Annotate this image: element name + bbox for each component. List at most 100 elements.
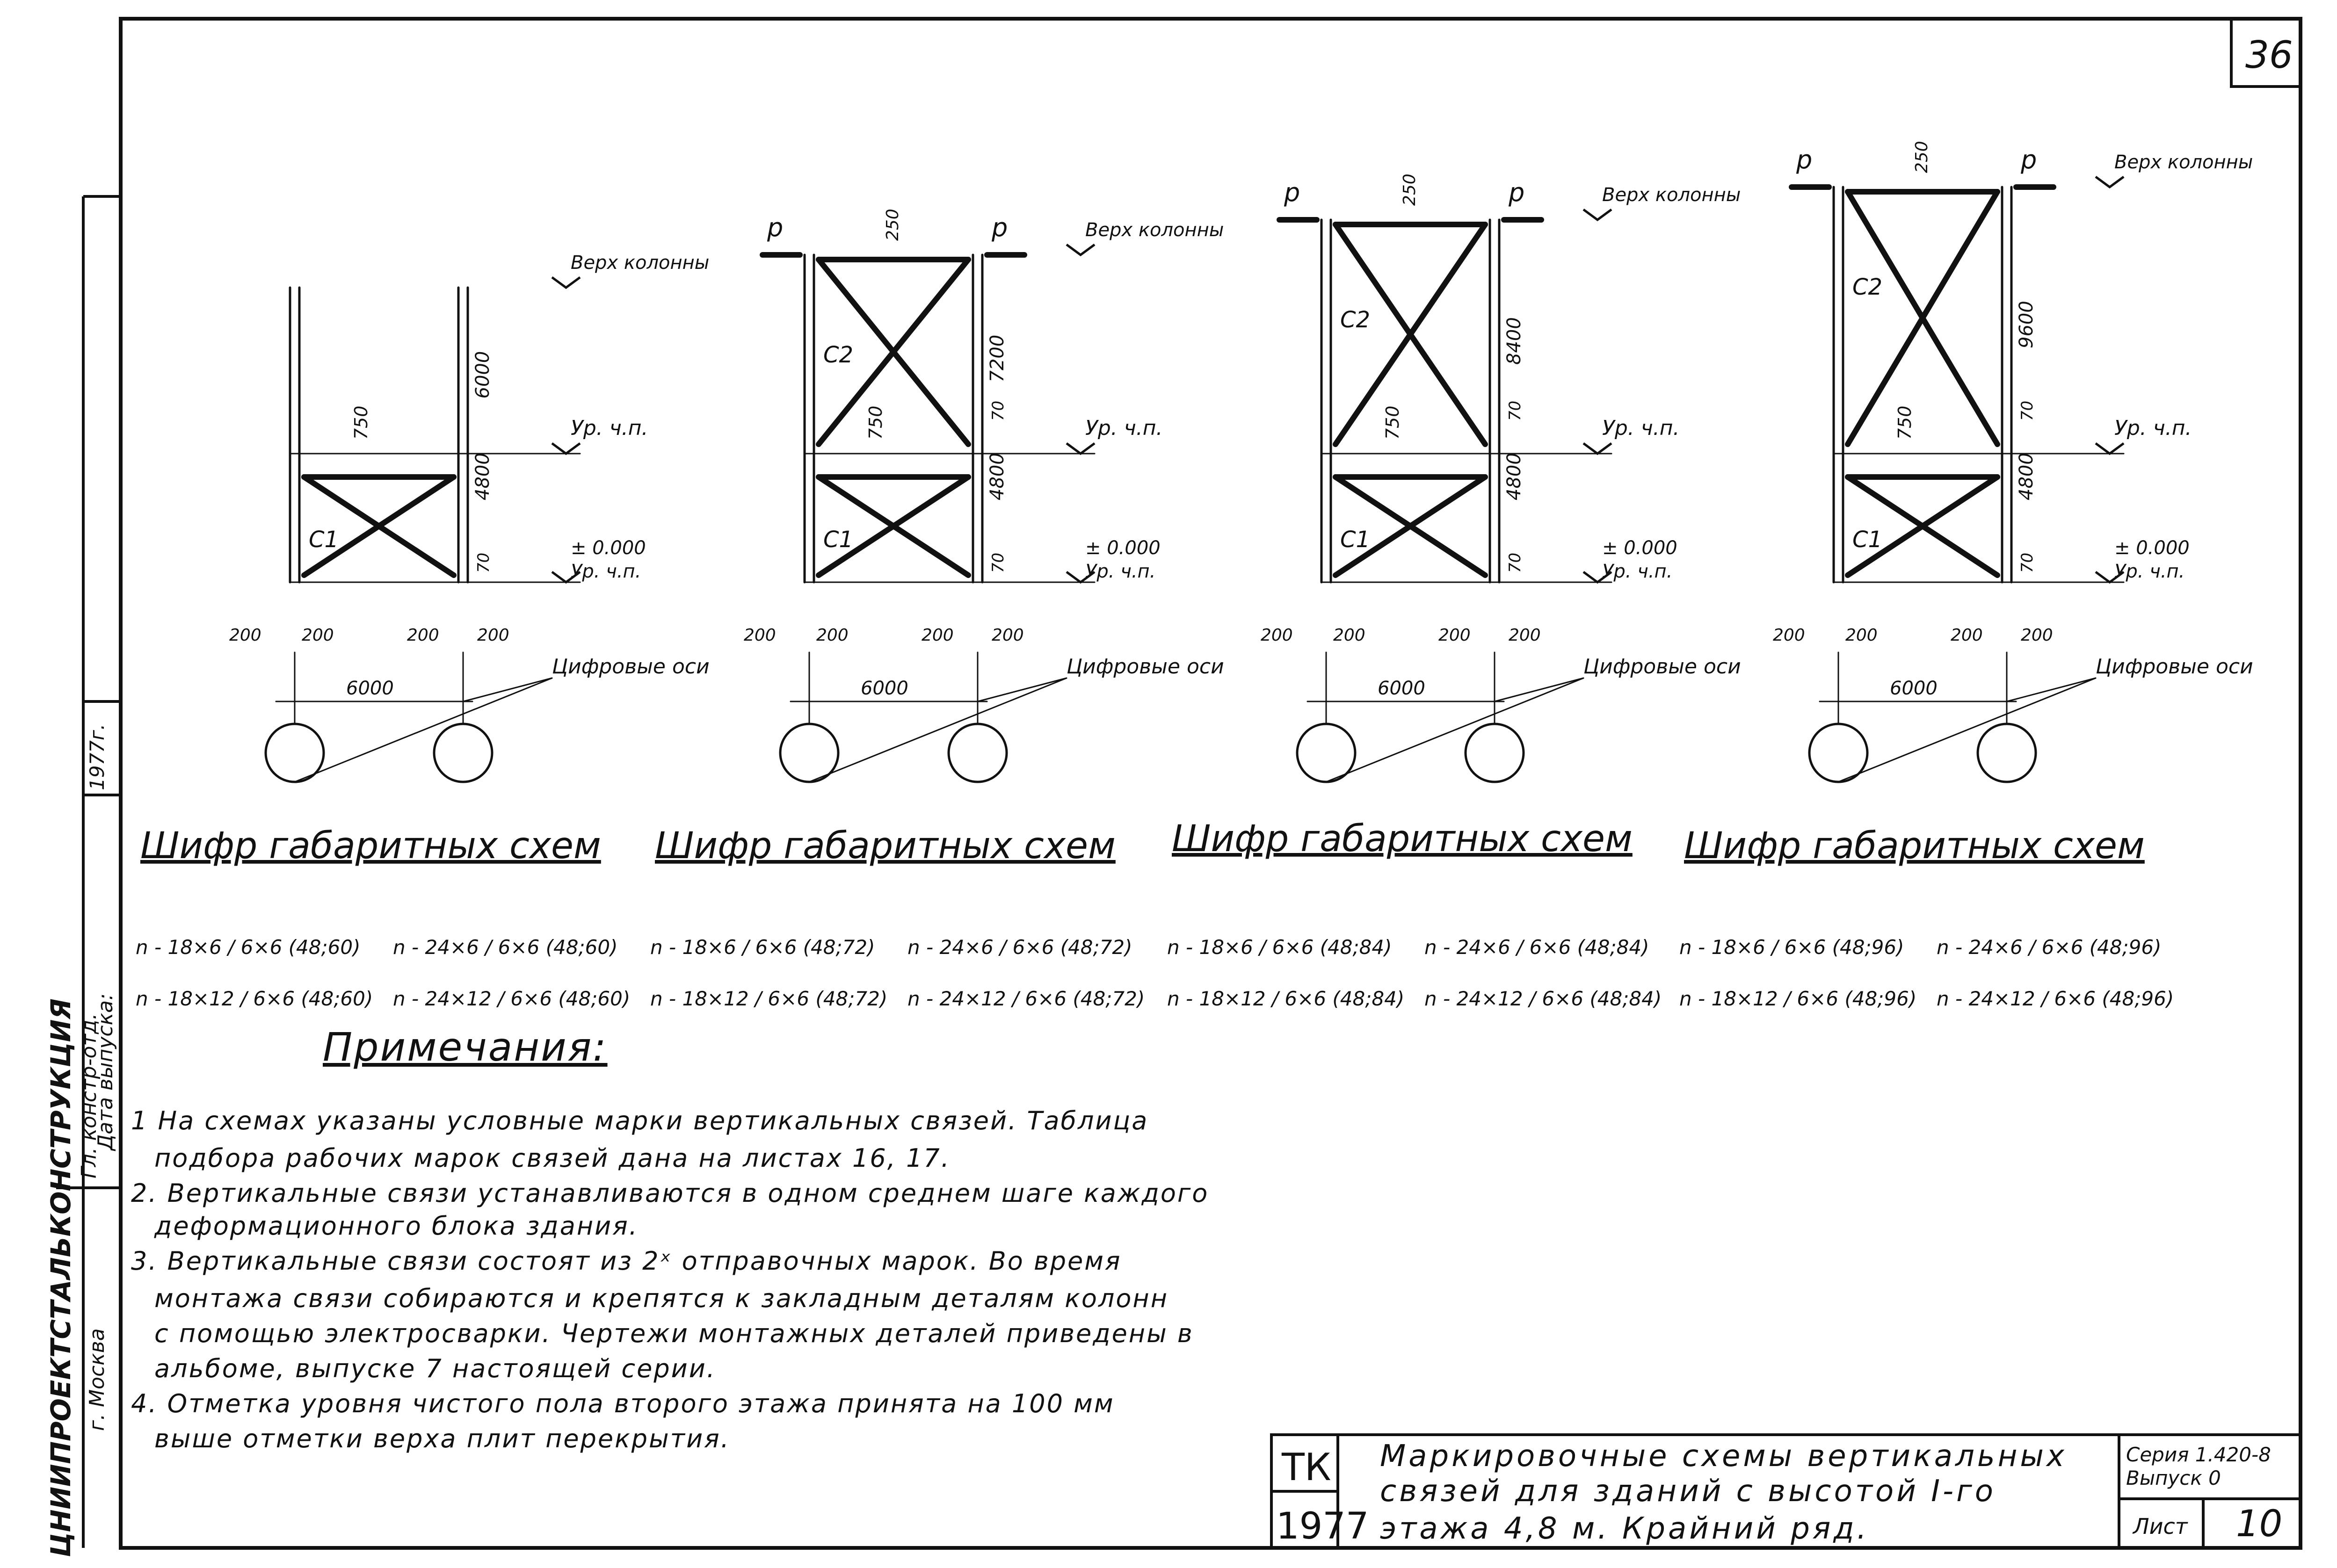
- cipher-formula: n - 18×12 / 6×6 (48;60): [136, 987, 373, 1010]
- dim-70: 70: [2018, 553, 2037, 573]
- tb-tk: ТК: [1281, 1445, 1331, 1489]
- dim-70: 70: [989, 553, 1008, 573]
- cipher-formula: n - 24×6 / 6×6 (48;96): [1937, 936, 2161, 959]
- label-zero-mark: ± 0.000: [571, 537, 646, 559]
- level-marker: [1582, 571, 1612, 584]
- dim-offset: 200: [1773, 626, 1805, 645]
- stamp-date-label: Дата выпуска:: [94, 993, 117, 1151]
- label-floor-level: Ур. ч.п.: [571, 416, 648, 440]
- tb-year: 1977: [1276, 1505, 1369, 1547]
- brace-diagonal: [1333, 474, 1488, 578]
- dim-bay: 6000: [1378, 678, 1425, 699]
- dim-offset: 200: [407, 626, 439, 645]
- dim-offset: 200: [477, 626, 509, 645]
- label-digital-axes: Цифровые оси: [1067, 655, 1224, 679]
- tb-title-1: Маркировочные схемы вертикальных: [1380, 1439, 2067, 1474]
- label-digital-axes: Цифровые оси: [552, 655, 710, 679]
- axis-leader: [808, 677, 1067, 783]
- cipher-formula: n - 18×12 / 6×6 (48;84): [1167, 987, 1404, 1010]
- label-top-of-column: Верх колонны: [571, 252, 709, 274]
- dim-bay: 6000: [346, 678, 394, 699]
- cipher-formula: n - 24×6 / 6×6 (48;60): [393, 936, 617, 959]
- dim-offset: 200: [744, 626, 776, 645]
- label-floor-level: Ур. ч.п.: [2114, 561, 2185, 582]
- label-floor-level: Ур. ч.п.: [1085, 416, 1162, 440]
- dim-offset: 200: [1951, 626, 1983, 645]
- axis-leader: [1325, 677, 1584, 783]
- brace-diagonal: [301, 474, 457, 578]
- load-mark-p: р: [1508, 178, 1524, 207]
- label-floor-level: Ур. ч.п.: [1602, 561, 1672, 582]
- level-marker: [551, 276, 581, 289]
- brace-diagonal: [1845, 189, 2000, 447]
- note-line: 1 На схемах указаны условные марки верти…: [131, 1106, 1149, 1135]
- stamp-org: ЦНИИПРОЕКТСТАЛЬКОНСТРУКЦИЯ: [45, 998, 77, 1557]
- axis-bubble: [1464, 723, 1525, 783]
- dim-offset: 200: [2021, 626, 2053, 645]
- dim-750: 750: [1894, 405, 1915, 440]
- dim-250: 250: [883, 209, 902, 241]
- cipher-title: Шифр габаритных схем: [1684, 825, 2145, 867]
- cipher-formula: n - 24×12 / 6×6 (48;84): [1424, 987, 1662, 1010]
- dim-bay: 6000: [861, 678, 908, 699]
- brace-diagonal: [816, 474, 971, 578]
- cipher-title: Шифр габаритных схем: [1172, 818, 1633, 860]
- brace-mark-c2: С2: [1852, 274, 1882, 300]
- tb-title-3: этажа 4,8 м. Крайний ряд.: [1380, 1511, 1869, 1546]
- dim-offset: 200: [816, 626, 849, 645]
- sheet-border: [119, 17, 2302, 1550]
- note-line: выше отметки верха плит перекрытия.: [154, 1424, 730, 1453]
- axis-leader: [977, 677, 1067, 702]
- level-marker: [1582, 442, 1612, 455]
- cipher-formula: n - 18×12 / 6×6 (48;72): [650, 987, 887, 1010]
- tb-title-2: связей для зданий с высотой I-го: [1380, 1474, 1996, 1509]
- dim-750: 750: [351, 405, 371, 440]
- dim-offset: 200: [302, 626, 334, 645]
- dim-70: 70: [1506, 401, 1524, 421]
- level-marker: [1066, 243, 1096, 257]
- cipher-formula: n - 24×6 / 6×6 (48;72): [907, 936, 1132, 959]
- dim-height: 7200: [987, 335, 1008, 383]
- label-floor-level: Ур. ч.п.: [2114, 416, 2192, 440]
- cipher-formula: n - 24×12 / 6×6 (48;96): [1937, 987, 2174, 1010]
- note-line: монтажа связи собираются и крепятся к за…: [154, 1284, 1169, 1313]
- side-stamp: ЦНИИПРОЕКТСТАЛЬКОНСТРУКЦИЯ г. Москва Гл.…: [45, 724, 117, 1557]
- brace-diagonal: [1845, 474, 2000, 578]
- dim-4800: 4800: [1503, 453, 1525, 500]
- dim-70: 70: [989, 401, 1008, 421]
- cipher-formula: n - 24×12 / 6×6 (48;60): [393, 987, 630, 1010]
- axis-leader: [294, 677, 553, 783]
- dim-70: 70: [1506, 553, 1524, 573]
- title-block: ТК 1977 Маркировочные схемы вертикальных…: [1270, 1433, 2302, 1549]
- dim-70: 70: [474, 553, 493, 573]
- brace-mark-c1: С1: [1340, 527, 1370, 553]
- dim-250: 250: [1400, 173, 1419, 206]
- tb-sheet-no: 10: [2236, 1503, 2282, 1545]
- cipher-formula: n - 18×6 / 6×6 (48;96): [1679, 936, 1904, 959]
- cipher-title: Шифр габаритных схем: [140, 825, 601, 867]
- level-marker: [551, 442, 581, 455]
- axis-leader: [1837, 677, 2097, 783]
- dim-offset: 200: [1509, 626, 1541, 645]
- level-marker: [1582, 208, 1612, 222]
- level-marker: [2095, 175, 2125, 189]
- note-line: 2. Вертикальные связи устанавливаются в …: [131, 1178, 1209, 1208]
- axis-leader: [2006, 677, 2097, 702]
- note-line: деформационного блока здания.: [154, 1211, 639, 1241]
- stamp-city: г. Москва: [85, 1328, 109, 1431]
- axis-bubble: [433, 723, 494, 783]
- dim-4800: 4800: [987, 453, 1008, 500]
- sheet-number: 36: [2245, 33, 2293, 77]
- tb-sheet-label: Лист: [2132, 1514, 2188, 1539]
- axis-bubble: [1976, 723, 2037, 783]
- dim-offset: 200: [1438, 626, 1471, 645]
- dim-offset: 200: [922, 626, 954, 645]
- label-floor-level: Ур. ч.п.: [1085, 561, 1155, 582]
- dim-4800: 4800: [2016, 453, 2037, 500]
- label-top-of-column: Верх колонны: [1602, 184, 1741, 206]
- note-line: 3. Вертикальные связи состоят из 2ˣ отпр…: [131, 1246, 1122, 1276]
- label-floor-level: Ур. ч.п.: [571, 561, 641, 582]
